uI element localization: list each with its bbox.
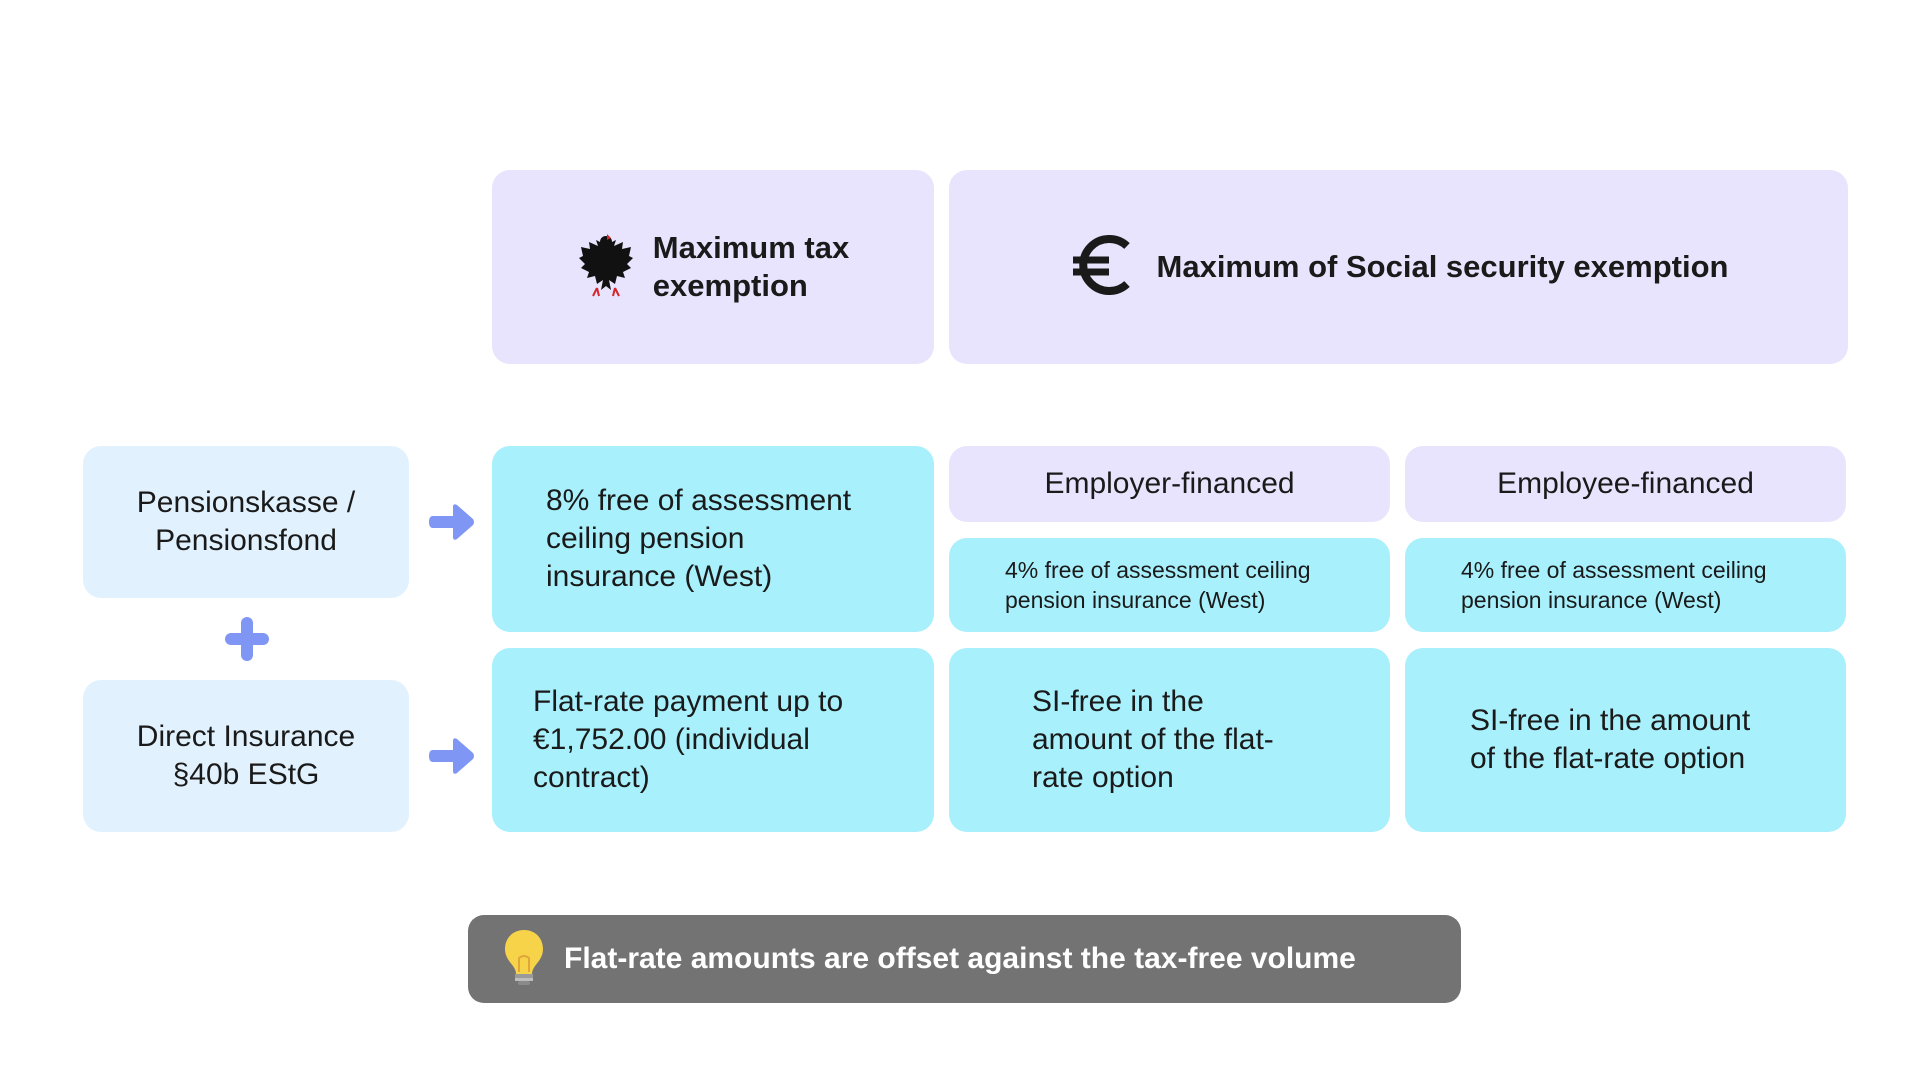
social-security-exemption-title: Maximum of Social security exemption (1156, 249, 1729, 284)
employee-financed-heading: Employee-financed (1405, 446, 1846, 522)
employer-ceiling-box: 4% free of assessment ceiling pension in… (949, 538, 1390, 632)
tip-text: Flat-rate amounts are offset against the… (564, 942, 1356, 975)
employee-ceiling-box: 4% free of assessment ceiling pension in… (1405, 538, 1846, 632)
tax-assessment-ceiling-box: 8% free of assessment ceiling pension in… (492, 446, 934, 632)
tax-exemption-title: Maximum tax exemption (652, 230, 850, 303)
tip-banner: Flat-rate amounts are offset against the… (468, 915, 1461, 1003)
plus-icon (223, 615, 271, 668)
arrow-right-icon (427, 734, 477, 783)
tax-flat-rate-box: Flat-rate payment up to €1,752.00 (indiv… (492, 648, 934, 832)
source-pensionskasse: Pensionskasse / Pensionsfond (83, 446, 409, 598)
federal-eagle-icon (577, 232, 635, 303)
arrow-right-icon (427, 500, 477, 549)
social-security-exemption-header: Maximum of Social security exemption (949, 170, 1848, 364)
employer-financed-heading: Employer-financed (949, 446, 1390, 522)
employee-flat-rate-box: SI-free in the amount of the flat-rate o… (1405, 648, 1846, 832)
employer-flat-rate-box: SI-free in the amount of the flat- rate … (949, 648, 1390, 832)
tax-exemption-header: Maximum tax exemption (492, 170, 934, 364)
lightbulb-icon (502, 928, 546, 991)
source-direct-insurance: Direct Insurance §40b EStG (83, 680, 409, 832)
euro-icon (1069, 232, 1135, 303)
